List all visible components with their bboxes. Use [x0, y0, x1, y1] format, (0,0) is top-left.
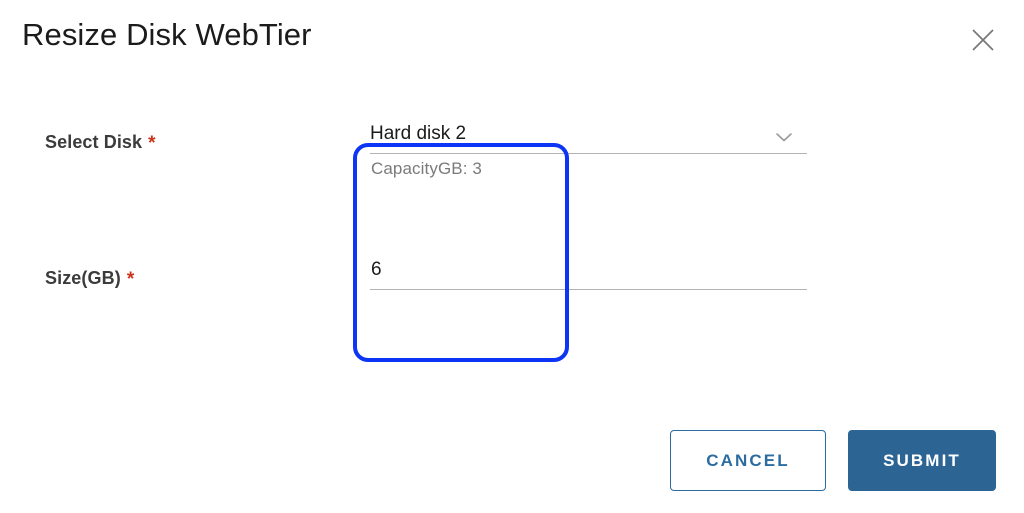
close-button[interactable]	[966, 23, 999, 56]
chevron-down-icon	[775, 127, 793, 142]
select-disk-value: Hard disk 2	[370, 122, 467, 144]
required-asterisk: *	[126, 269, 135, 290]
submit-button[interactable]: SUBMIT	[848, 430, 996, 491]
cancel-button[interactable]: CANCEL	[670, 430, 826, 491]
required-asterisk: *	[148, 133, 156, 154]
modal-body: Select Disk* Hard disk 2 CapacityGB: 3	[0, 90, 1024, 410]
modal-footer: CANCEL SUBMIT	[0, 410, 1024, 513]
field-select-disk: Hard disk 2 CapacityGB: 3	[370, 118, 807, 178]
size-input[interactable]	[370, 254, 807, 290]
modal-header: Resize Disk WebTier	[0, 0, 1024, 90]
field-size	[370, 254, 807, 290]
label-select-disk: Select Disk*	[45, 132, 156, 155]
select-disk-dropdown[interactable]: Hard disk 2	[370, 118, 807, 154]
page-title: Resize Disk WebTier	[22, 17, 312, 52]
close-icon	[970, 27, 996, 53]
label-size-text: Size(GB)	[45, 268, 121, 288]
label-select-disk-text: Select Disk	[45, 132, 143, 152]
select-disk-helper-text: CapacityGB: 3	[371, 159, 482, 178]
label-size: Size(GB)*	[45, 268, 134, 291]
